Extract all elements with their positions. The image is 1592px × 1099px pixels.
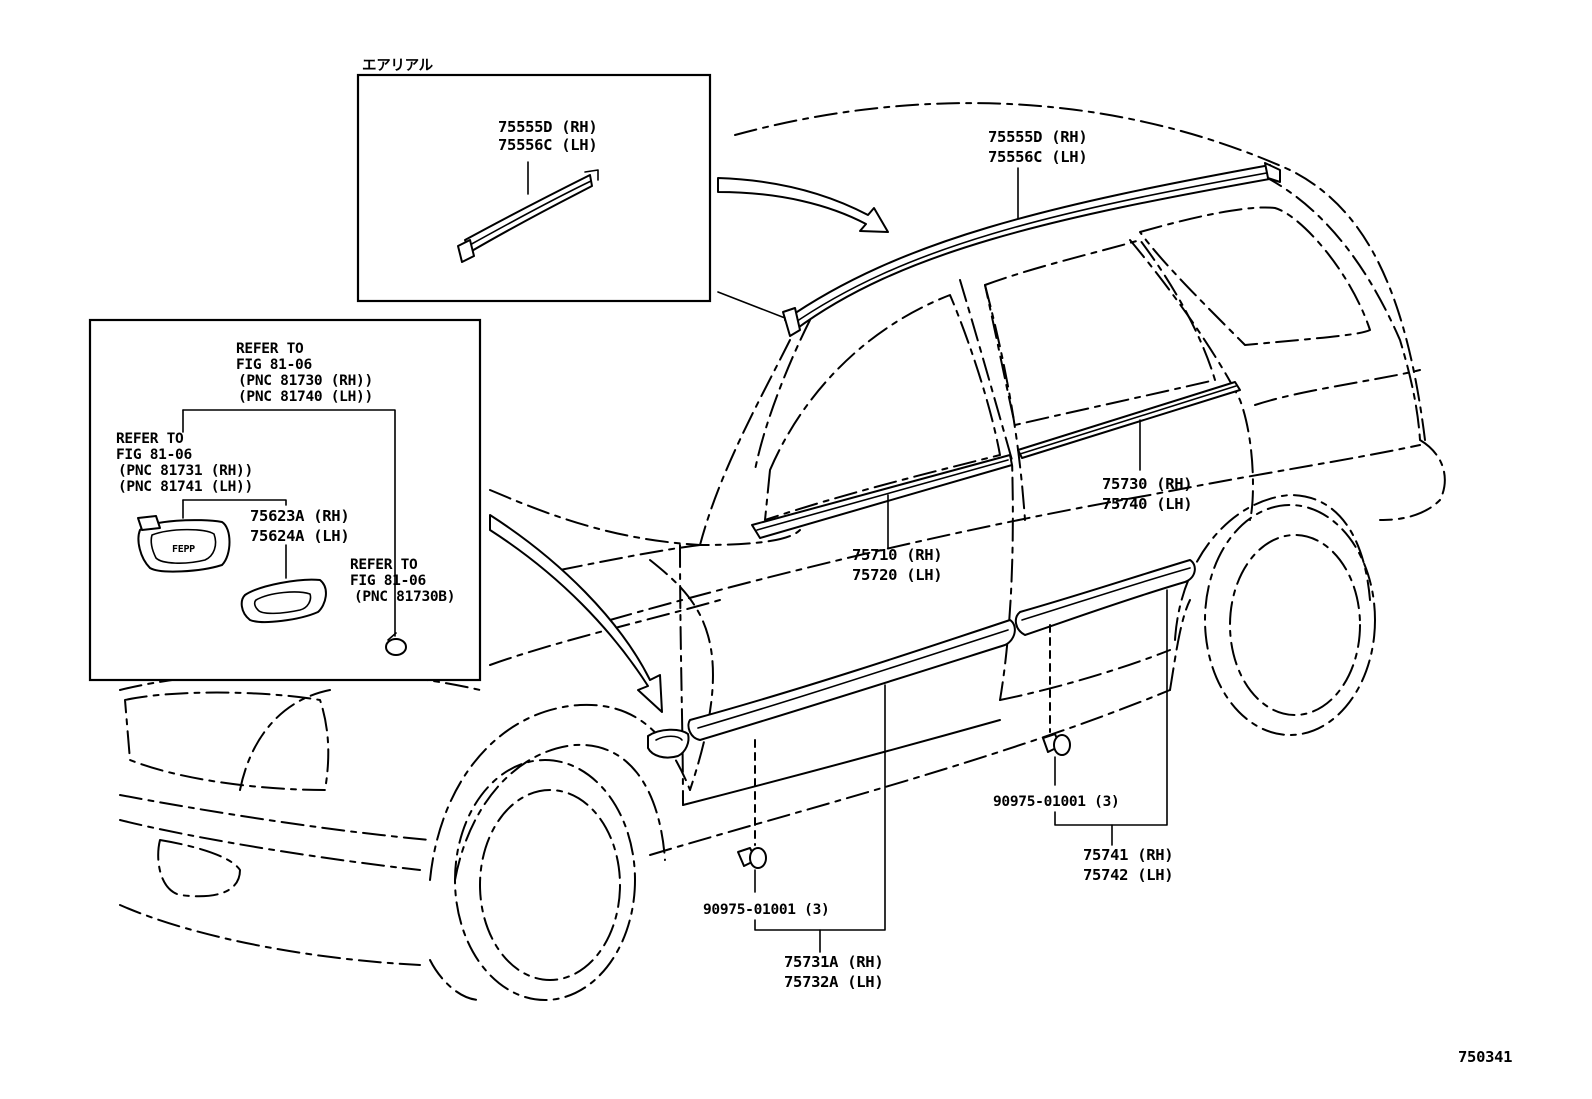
svg-text:FEPP: FEPP	[172, 544, 195, 555]
clip-rear	[1042, 624, 1071, 786]
car-body	[119, 102, 1446, 1001]
inset-aerial-part-lh: 75556C (LH)	[498, 136, 597, 154]
rear-belt-lh: 75740 (LH)	[1102, 495, 1192, 513]
ref1-line2: FIG 81-06	[236, 357, 312, 373]
ref2-line2: FIG 81-06	[116, 447, 192, 463]
ref2-line3: (PNC 81731 (RH))	[118, 463, 253, 479]
labels: エアリアル 75555D (RH) 75556C (LH) REFER TO F…	[116, 58, 1513, 1066]
inset-aerial	[356, 73, 712, 303]
rear-side-lh: 75742 (LH)	[1083, 866, 1173, 884]
front-side-rh: 75731A (RH)	[784, 953, 883, 971]
callout-leaders	[754, 167, 1168, 953]
figure-id: 750341	[1458, 1048, 1512, 1066]
clip-front-label: 90975-01001 (3)	[703, 902, 829, 918]
rear-belt-rh: 75730 (RH)	[1102, 475, 1192, 493]
car-moldings	[647, 162, 1281, 759]
ref1-line3: (PNC 81730 (RH))	[238, 373, 373, 389]
rear-side-rh: 75741 (RH)	[1083, 846, 1173, 864]
ref1-line4: (PNC 81740 (LH))	[238, 389, 373, 405]
inset-aerial-title: エアリアル	[362, 58, 434, 74]
front-belt-rh: 75710 (RH)	[852, 546, 942, 564]
ref3-line1: REFER TO	[350, 557, 418, 573]
handle-part-lh: 75624A (LH)	[250, 527, 349, 545]
front-side-lh: 75732A (LH)	[784, 973, 883, 991]
ref1-line1: REFER TO	[236, 341, 304, 357]
ref2-line1: REFER TO	[116, 431, 184, 447]
inset-aerial-part-rh: 75555D (RH)	[498, 118, 597, 136]
ref2-line4: (PNC 81741 (LH))	[118, 479, 253, 495]
ref3-line2: FIG 81-06	[350, 573, 426, 589]
roof-molding-lh: 75556C (LH)	[988, 148, 1087, 166]
arrow-handle-to-fender	[489, 514, 663, 713]
arrow-aerial-to-roof	[717, 177, 889, 319]
roof-molding-rh: 75555D (RH)	[988, 128, 1087, 146]
clip-rear-label: 90975-01001 (3)	[993, 794, 1119, 810]
clip-front	[737, 739, 767, 893]
ref3-line3: (PNC 81730B)	[354, 589, 455, 605]
handle-part-rh: 75623A (RH)	[250, 507, 349, 525]
inset-handle: FEPP	[88, 318, 482, 682]
front-belt-lh: 75720 (LH)	[852, 566, 942, 584]
